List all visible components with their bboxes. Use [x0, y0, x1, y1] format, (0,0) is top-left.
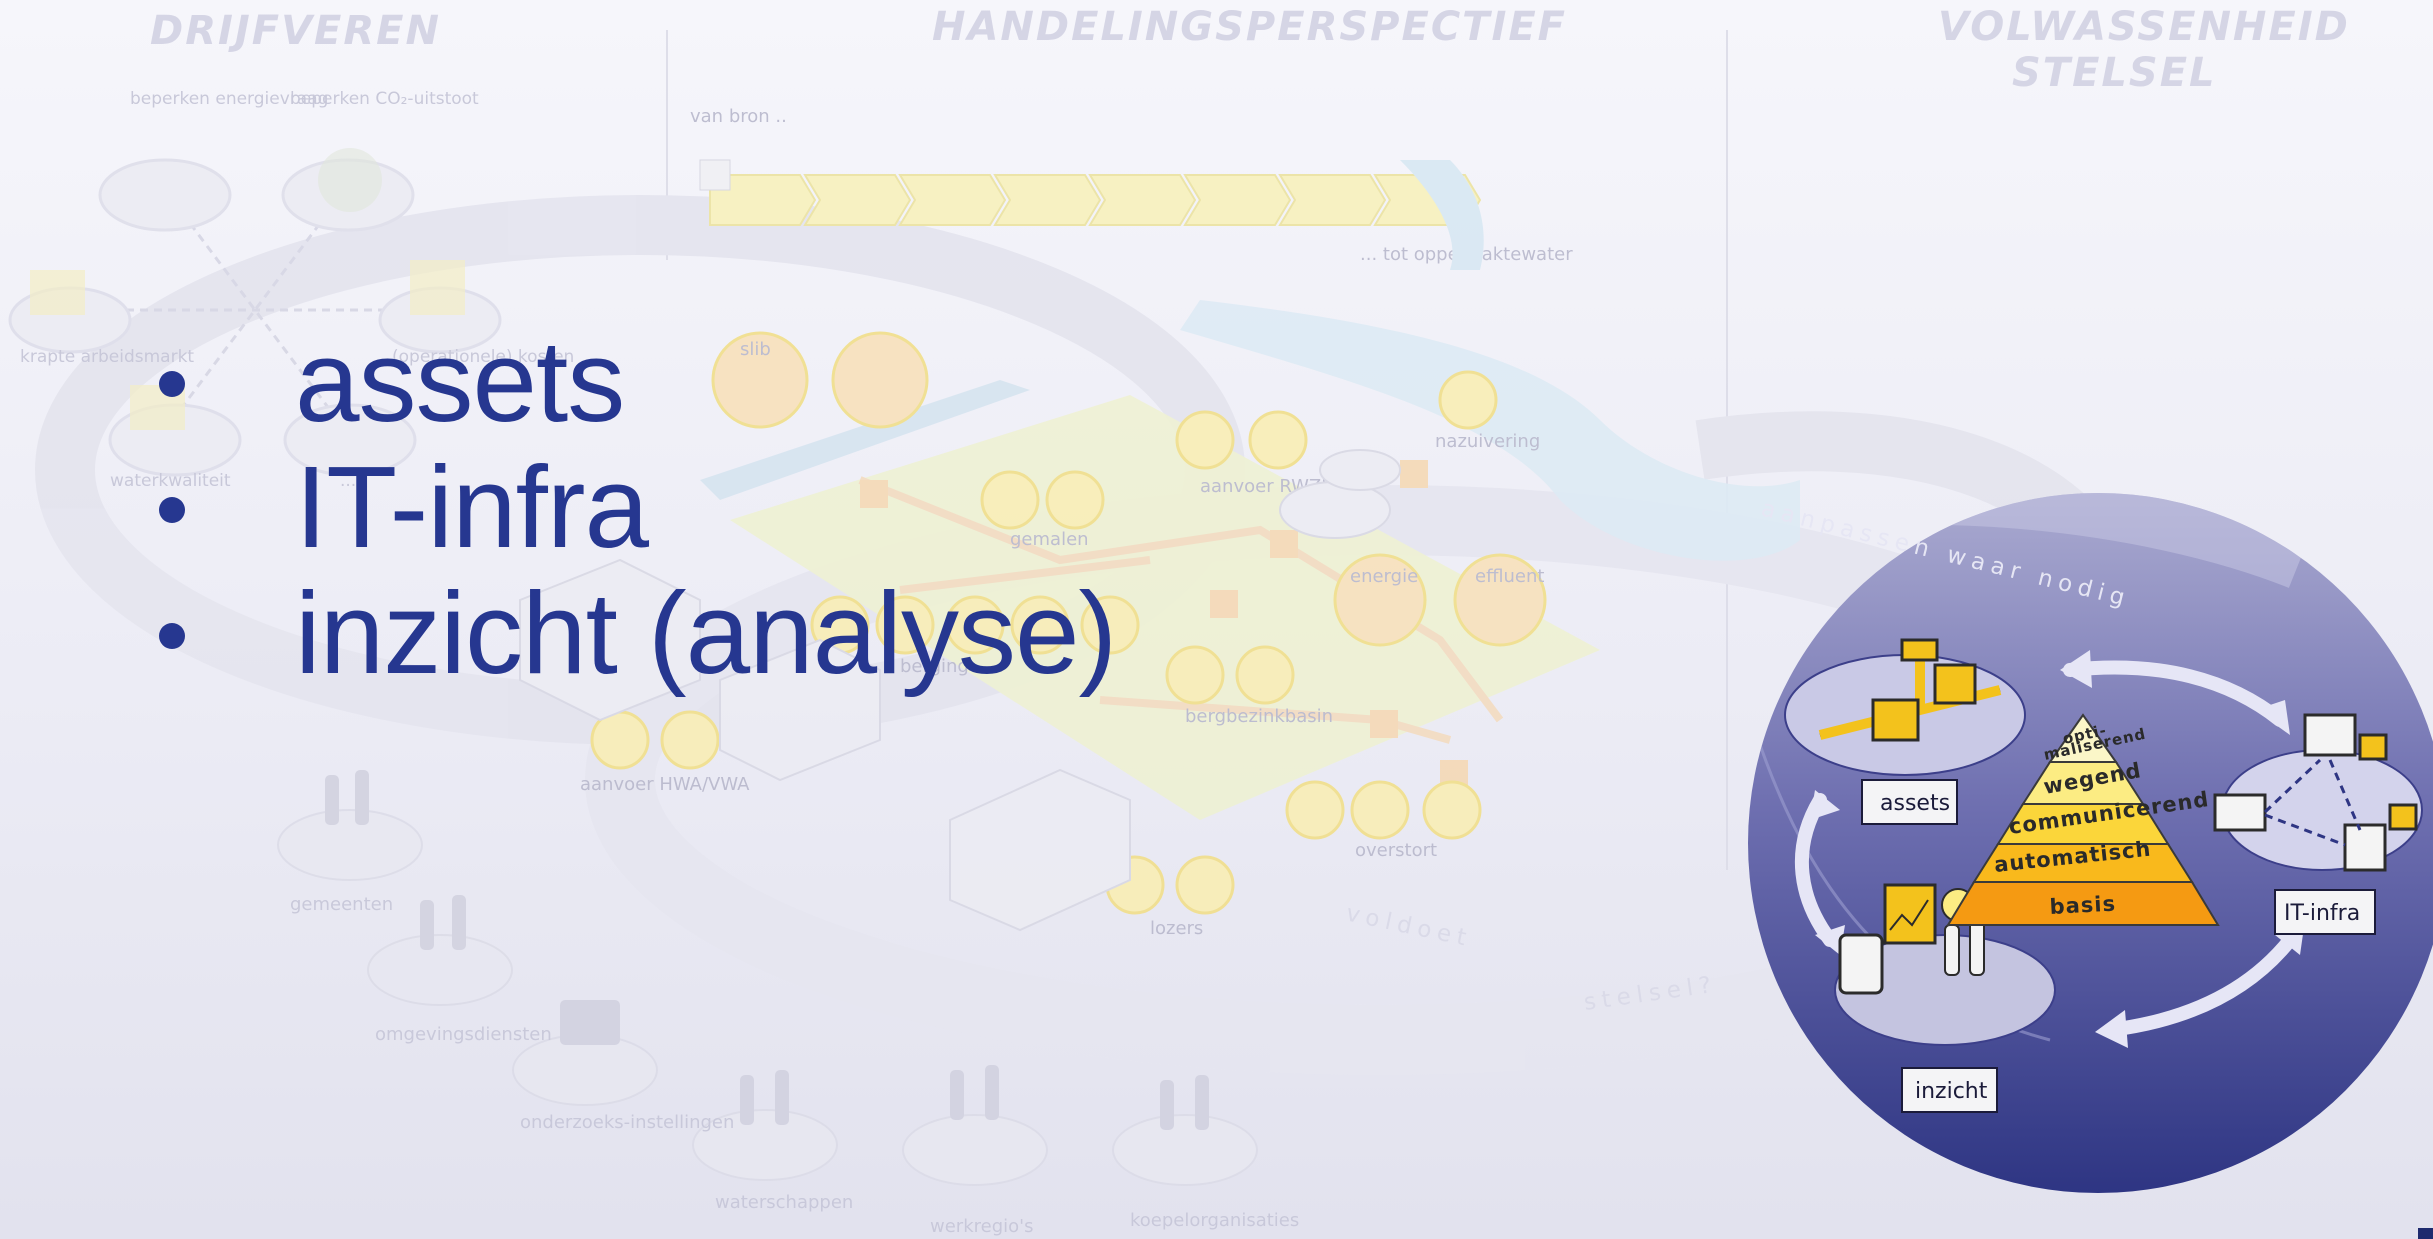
header-volwassenheid: VOLWASSENHEID — [1938, 4, 2350, 50]
bullet-dot — [159, 623, 185, 649]
bullet-item-assets: assets — [145, 318, 1116, 444]
it-infra-icon — [2213, 713, 2418, 872]
bullet-text: assets — [295, 316, 625, 446]
label-overstort: overstort — [1355, 840, 1437, 861]
driver-more: ... — [340, 471, 356, 491]
bullet-list: assets IT-infra inzicht (analyse) — [145, 318, 1117, 698]
bullet-item-inzicht: inzicht (analyse) — [145, 568, 1117, 698]
label-gemalen: gemalen — [1010, 529, 1089, 550]
bullet-dot — [159, 497, 185, 523]
pyramid-level-basis: basis — [2049, 892, 2117, 919]
stakeholder-onderzoeksinstellingen: onderzoeks-instellingen — [520, 1112, 734, 1133]
bullet-text: inzicht (analyse) — [295, 568, 1117, 698]
driver-co2: beperken CO₂-uitstoot — [290, 89, 479, 109]
label-box-inzicht — [1901, 1067, 1998, 1113]
pump-icon — [1818, 638, 2002, 742]
stakeholder-werkregios: werkregio's — [930, 1216, 1033, 1237]
driver-waterquality: waterkwaliteit — [110, 471, 231, 491]
node-label-it-infra: IT-infra — [2284, 901, 2360, 926]
stakeholder-koepelorganisaties: koepelorganisaties — [1130, 1210, 1299, 1231]
label-nazuivering: nazuivering — [1435, 431, 1540, 452]
header-drijfveren: DRIJFVEREN — [150, 8, 441, 54]
label-bergbezinkbasin: bergbezinkbasin — [1185, 706, 1333, 727]
label-box-it-infra — [2274, 889, 2376, 935]
node-label-assets: assets — [1880, 791, 1950, 816]
node-label-inzicht: inzicht — [1915, 1079, 1988, 1104]
stakeholder-omgevingsdiensten: omgevingsdiensten — [375, 1024, 552, 1045]
maturity-pyramid — [1946, 713, 2220, 926]
chain-from: van bron .. — [690, 106, 787, 127]
driver-costs: (operationele) kosten — [392, 347, 574, 367]
header-handelingsperspectief: HANDELINGSPERSPECTIEF — [932, 4, 1567, 50]
label-lozers: lozers — [1150, 918, 1203, 939]
arrow-head-right — [2255, 700, 2290, 735]
bullet-dot — [159, 371, 185, 397]
stakeholder-waterschappen: waterschappen — [715, 1192, 853, 1213]
label-effluent: effluent — [1475, 566, 1544, 587]
corner-logo-fragment — [2418, 1228, 2433, 1239]
label-box-assets — [1861, 779, 1958, 825]
label-aanvoer-hwa: aanvoer HWA/VWA — [580, 774, 750, 795]
label-slib: slib — [740, 339, 771, 360]
driver-labor: krapte arbeidsmarkt — [20, 347, 194, 367]
bullet-item-it-infra: IT-infra — [145, 444, 1116, 570]
label-energie: energie — [1350, 566, 1418, 587]
driver-energy: beperken energievraag — [130, 89, 328, 109]
label-voldoet: voldoet — [1344, 900, 1475, 952]
label-berging: berging — [900, 656, 969, 677]
stakeholder-gemeenten: gemeenten — [290, 894, 393, 915]
header-stelsel: STELSEL — [2012, 50, 2217, 96]
bullet-text: IT-infra — [295, 442, 649, 572]
